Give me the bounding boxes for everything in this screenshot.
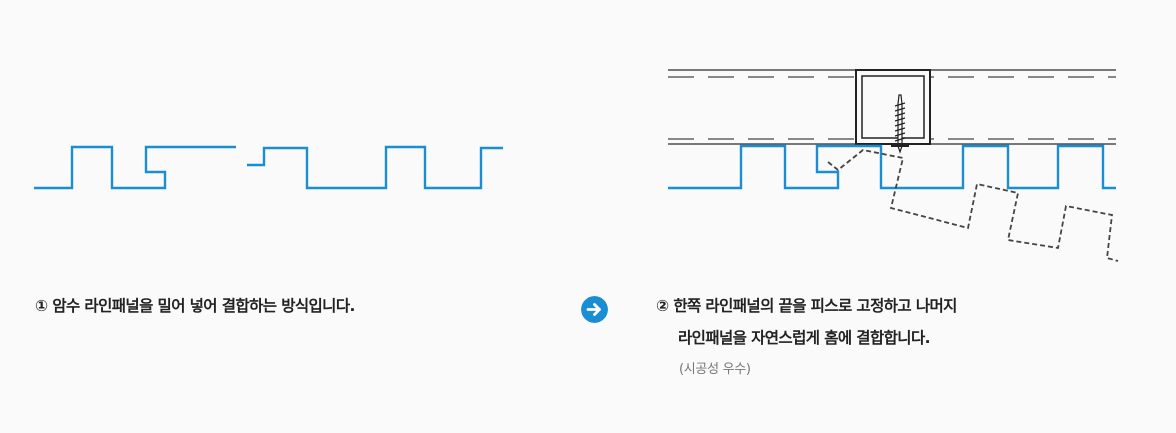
fixed-panel-profile	[668, 144, 1116, 190]
panel-profile-left	[34, 145, 236, 190]
square-pipe-outer	[855, 69, 931, 145]
step2-description-line2: 라인패널을 자연스럽게 홈에 결합합니다.	[678, 329, 931, 347]
panel-joint-diagram-left	[34, 145, 503, 190]
inserting-panel-outline	[827, 149, 1119, 262]
step2-note: (시공성 우수)	[679, 362, 751, 377]
panel-joint-diagram-right	[668, 69, 1119, 262]
arrow-right-circle-icon	[581, 296, 608, 323]
screw-icon	[891, 94, 909, 154]
square-pipe-inner	[861, 75, 925, 139]
step1-description: ① 암수 라인패널을 밀어 넣어 결합하는 방식입니다.	[35, 297, 355, 315]
step2-description-line1: ② 한쪽 라인패널의 끝을 피스로 고정하고 나머지	[656, 297, 957, 315]
panel-profile-right	[247, 145, 503, 190]
